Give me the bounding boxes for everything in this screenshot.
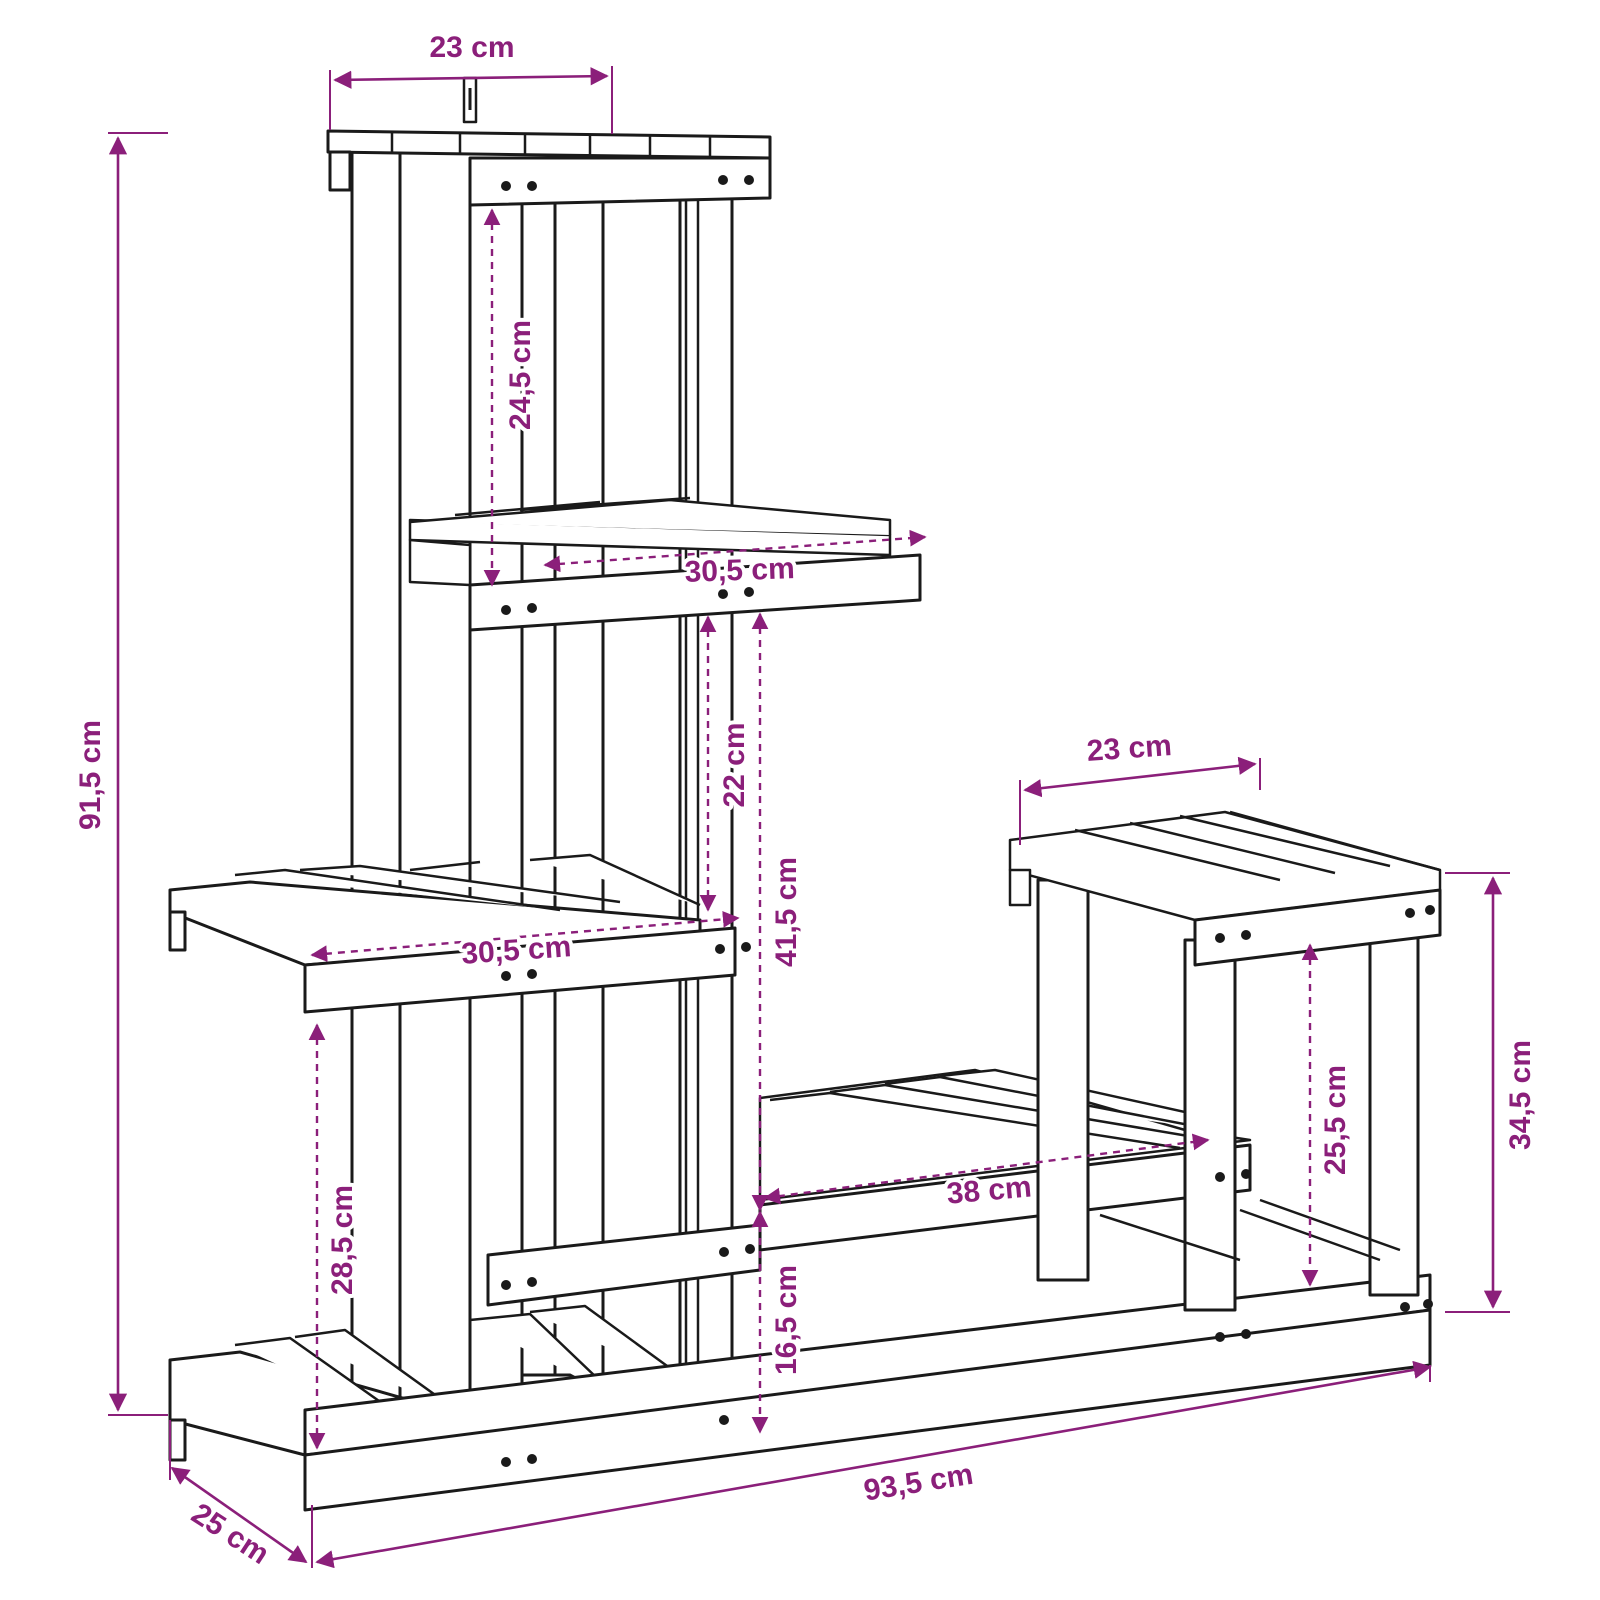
tower-back-legs	[350, 150, 558, 1414]
label-gap-upper-to-middle: 22 cm	[718, 722, 751, 807]
dimension-annotations: 91,5 cm 23 cm 24,5 cm 30,5 cm 22 cm 30,5	[74, 31, 1537, 1571]
dim-gap-top-to-upper: 24,5 cm	[483, 208, 541, 587]
dim-right-height: 34,5 cm	[1445, 872, 1537, 1313]
label-gap-lower-to-bottom: 16,5 cm	[770, 1265, 803, 1375]
dim-gap-upper-to-middle: 22 cm	[699, 615, 755, 912]
right-unit	[1008, 810, 1442, 1312]
label-gap-top-to-upper: 24,5 cm	[504, 320, 537, 430]
dim-gap-middle-to-bottom: 28,5 cm	[308, 1023, 363, 1450]
top-shelf	[326, 76, 772, 207]
label-upper-shelf-width: 30,5 cm	[684, 552, 795, 589]
middle-shelf	[168, 853, 737, 1014]
label-right-top-width: 23 cm	[1086, 729, 1173, 768]
label-gap-middle-to-bottom: 28,5 cm	[326, 1185, 359, 1295]
label-top-shelf-width: 23 cm	[429, 31, 514, 64]
plant-stand-drawing	[168, 76, 1442, 1512]
label-right-gap: 25,5 cm	[1319, 1065, 1352, 1175]
dim-gap-upper-to-lower: 41,5 cm	[751, 612, 807, 1212]
dim-top-shelf-width: 23 cm	[329, 31, 613, 134]
label-total-height: 91,5 cm	[74, 720, 107, 830]
dim-right-top-width: 23 cm	[1019, 729, 1261, 845]
label-right-height: 34,5 cm	[1504, 1040, 1537, 1150]
label-gap-upper-to-lower: 41,5 cm	[770, 857, 803, 967]
screws	[501, 175, 1435, 1467]
dim-upper-shelf-width: 30,5 cm	[543, 529, 927, 593]
label-total-width: 93,5 cm	[862, 1458, 976, 1508]
dim-total-height: 91,5 cm	[74, 132, 168, 1416]
dim-right-gap: 25,5 cm	[1301, 943, 1356, 1287]
